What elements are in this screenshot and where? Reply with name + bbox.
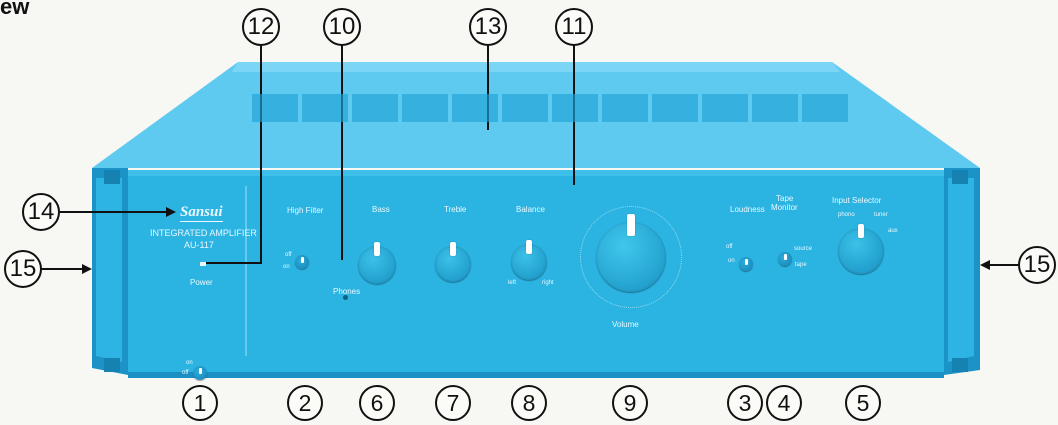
vent-slot — [402, 94, 448, 122]
callout-15-right: 15 — [1018, 246, 1056, 284]
high-filter-on-label: on — [283, 264, 290, 270]
loudness-switch[interactable] — [739, 257, 753, 271]
callout-2: 2 — [287, 385, 323, 421]
callout-9: 9 — [612, 385, 648, 421]
treble-knob[interactable] — [435, 246, 471, 282]
vent-slot — [452, 94, 498, 122]
callout-14: 14 — [22, 193, 60, 231]
vent-slot — [352, 94, 398, 122]
input-aux-label: aux — [888, 228, 898, 234]
loudness-off-label: off — [726, 244, 733, 250]
input-phono-label: phono — [838, 212, 855, 218]
balance-knob[interactable] — [511, 244, 547, 280]
callout-6: 6 — [359, 385, 395, 421]
input-selector-label: Input Selector — [832, 196, 881, 205]
vent-slot — [552, 94, 598, 122]
high-filter-off-label: off — [285, 252, 292, 258]
vent-slot — [302, 94, 348, 122]
callout-8: 8 — [511, 385, 547, 421]
callout-13: 13 — [469, 8, 507, 46]
volume-dial-ring — [580, 206, 682, 308]
vent-slot — [502, 94, 548, 122]
tape-monitor-label-1: Tape — [776, 194, 793, 203]
callout-3: 3 — [727, 385, 763, 421]
input-tuner-label: tuner — [874, 212, 888, 218]
tape-monitor-switch[interactable] — [778, 252, 792, 266]
model-line-1: INTEGRATED AMPLIFIER — [150, 228, 257, 238]
loudness-on-label: on — [728, 258, 735, 264]
power-label: Power — [190, 278, 213, 287]
vent-slot — [802, 94, 848, 122]
treble-label: Treble — [444, 205, 466, 214]
brand-logo: Sansui — [180, 204, 223, 222]
callout-10: 10 — [323, 8, 361, 46]
balance-label: Balance — [516, 205, 545, 214]
callout-11: 11 — [555, 8, 593, 46]
callout-7: 7 — [435, 385, 471, 421]
high-filter-switch[interactable] — [295, 255, 309, 269]
vent-slot — [252, 94, 298, 122]
vent-slot — [602, 94, 648, 122]
volume-label: Volume — [612, 320, 639, 329]
power-indicator — [200, 262, 206, 266]
bass-label: Bass — [372, 205, 390, 214]
vent-slot — [702, 94, 748, 122]
power-switch[interactable] — [193, 366, 207, 380]
high-filter-label: High Filter — [287, 206, 323, 215]
balance-right-label: right — [542, 280, 554, 286]
model-line-2: AU-117 — [184, 240, 214, 250]
tape-monitor-label-2: Monitor — [771, 203, 798, 212]
callout-4: 4 — [766, 385, 802, 421]
tape-tape-label: tape — [795, 262, 807, 268]
vent-slot — [752, 94, 798, 122]
loudness-label: Loudness — [730, 205, 765, 214]
bass-knob[interactable] — [358, 246, 396, 284]
phones-jack[interactable] — [343, 295, 348, 300]
callout-1: 1 — [182, 385, 218, 421]
callout-5: 5 — [845, 385, 881, 421]
vent-slot — [652, 94, 698, 122]
power-off-label: off — [182, 370, 189, 376]
tape-source-label: source — [794, 246, 812, 252]
balance-left-label: left — [508, 280, 516, 286]
input-selector-knob[interactable] — [838, 228, 884, 274]
power-on-label: on — [186, 360, 193, 366]
callout-15-left: 15 — [4, 250, 42, 288]
callout-12: 12 — [242, 8, 280, 46]
